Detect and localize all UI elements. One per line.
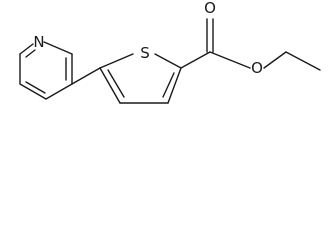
bond-carbonyl-ester-o xyxy=(209,51,251,69)
double-bond-c4-c5 xyxy=(107,69,125,98)
bond-c4-c5 xyxy=(99,67,121,104)
atom-label-ester-o: O xyxy=(251,59,263,77)
bond-ring-carbonyl xyxy=(180,51,211,69)
thiophene-ring xyxy=(99,53,182,104)
atom-label-thiophene-s: S xyxy=(140,44,150,62)
bond-c4-c5 xyxy=(19,83,47,100)
pyridine-ring xyxy=(19,41,73,100)
bond-c3-c4 xyxy=(45,83,73,100)
double-bond-c4-c5 xyxy=(25,81,46,94)
bond-ester-o-ch2 xyxy=(263,51,287,69)
double-bond-c2-c3 xyxy=(162,72,175,98)
chemical-structure: N S O O xyxy=(19,0,321,104)
bond-c6-n xyxy=(19,43,34,55)
bond-ch2-ch3 xyxy=(285,51,321,71)
bond-s-c2 xyxy=(154,53,182,69)
bond-c2-c3 xyxy=(167,67,182,104)
double-bond-c6-n xyxy=(25,49,36,58)
bond-pyridine-thiophene xyxy=(71,67,101,85)
bond-c5-s xyxy=(99,53,134,69)
atom-label-carbonyl-o: O xyxy=(204,0,216,17)
bond-n-c2 xyxy=(43,41,73,55)
atom-label-pyridine-n: N xyxy=(33,33,44,51)
ester-group xyxy=(180,18,321,71)
